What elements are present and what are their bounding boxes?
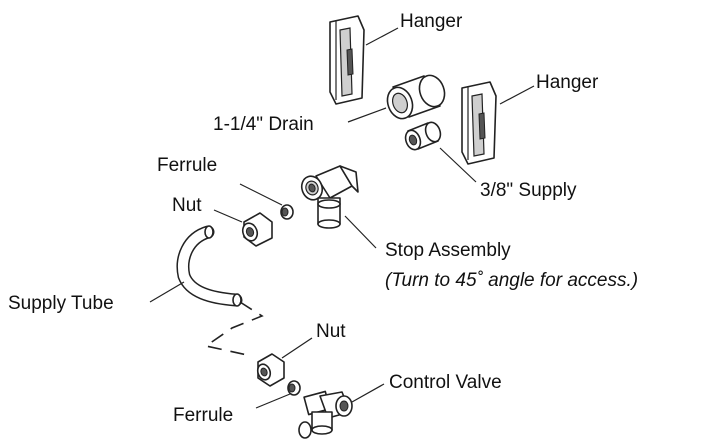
control-valve-part: [298, 390, 353, 439]
nut-top-label: Nut: [172, 195, 202, 216]
stop-assembly-note: (Turn to 45˚ angle for access.): [385, 270, 639, 291]
hanger-top-part: [329, 15, 365, 105]
supply-tube-part: [176, 225, 264, 357]
control-valve-label: Control Valve: [389, 372, 502, 393]
leader-supply: [439, 147, 477, 183]
leader-nut-top: [213, 209, 243, 223]
stop-assembly-label: Stop Assembly: [385, 240, 511, 261]
hanger-right-part: [461, 81, 497, 165]
hanger-top-label: Hanger: [400, 11, 463, 32]
nut-bottom-label: Nut: [316, 321, 346, 342]
ferrule-bottom-part: [287, 380, 301, 396]
leader-drain: [347, 107, 387, 123]
leader-ferrule-top: [239, 183, 283, 206]
leader-hanger-top: [365, 27, 399, 46]
supply-label: 3/8" Supply: [480, 180, 577, 201]
hanger-right-label: Hanger: [536, 72, 599, 93]
supply-fitting-part: [404, 121, 442, 151]
leader-control-valve: [351, 383, 385, 403]
leader-ferrule-bottom: [255, 393, 291, 409]
ferrule-bottom-label: Ferrule: [173, 405, 234, 426]
ferrule-top-part: [280, 204, 294, 220]
leader-supply-tube: [149, 281, 185, 303]
leader-stop-assembly: [344, 215, 377, 249]
nut-bottom-part: [256, 353, 285, 387]
drain-fitting-part: [386, 74, 446, 120]
leader-nut-bottom: [281, 337, 313, 359]
ferrule-top-label: Ferrule: [157, 155, 218, 176]
supply-tube-label: Supply Tube: [8, 293, 114, 314]
drain-label: 1-1/4" Drain: [213, 114, 314, 135]
leader-hanger-right: [499, 85, 535, 105]
stop-assembly-part: [300, 165, 359, 229]
nut-top-part: [241, 212, 273, 247]
